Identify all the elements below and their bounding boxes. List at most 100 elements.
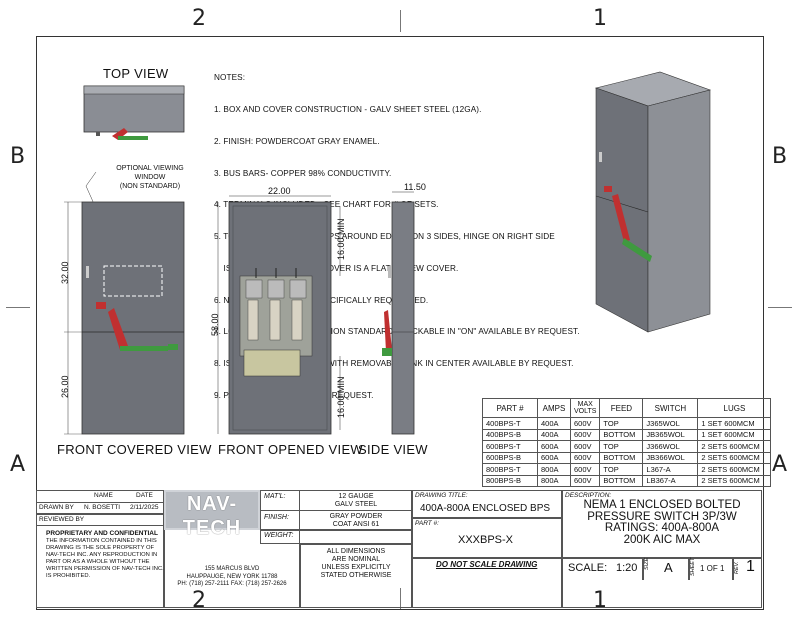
zone-a-left: A xyxy=(10,452,26,477)
tb-scale-value: 1:20 xyxy=(616,562,638,574)
table-cell: 800A xyxy=(537,474,571,487)
zone-1-top: 1 xyxy=(593,6,607,31)
tb-do-not-scale: DO NOT SCALE DRAWING xyxy=(436,560,538,569)
table-cell: LB367-A xyxy=(642,474,699,487)
tb-matl-line: GALV STEEL xyxy=(334,501,378,508)
table-cell: 800A xyxy=(537,463,571,476)
tb-matl-value: 12 GAUGE GALV STEEL xyxy=(316,493,396,509)
tb-dims-note xyxy=(300,544,412,608)
tb-scale-row xyxy=(562,558,762,608)
table-cell: 600V xyxy=(569,474,601,487)
tb-drawn-by-label: DRAWN BY xyxy=(39,504,74,511)
col-header: MAX VOLTS xyxy=(569,398,601,418)
table-cell: 600V xyxy=(569,451,601,464)
table-cell: 400A xyxy=(537,417,571,430)
table-cell: L367-A xyxy=(642,463,699,476)
tb-finish-line: COAT ANSI 61 xyxy=(332,521,380,528)
tb-proprietary-text: THE INFORMATION CONTAINED IN THIS DRAWIN… xyxy=(46,538,164,580)
dim-height-26: 26.00 xyxy=(60,375,70,398)
tb-drawn-date: 2/11/2025 xyxy=(130,504,159,511)
optional-window-line: WINDOW xyxy=(134,174,166,181)
table-cell: 2 SETS 600MCM xyxy=(697,474,772,487)
table-cell: 600A xyxy=(537,440,571,453)
tb-proprietary-title: PROPRIETARY AND CONFIDENTIAL xyxy=(46,530,158,537)
tb-proprietary-line: IS PROHIBITED. xyxy=(46,573,91,579)
optional-window-line: OPTIONAL VIEWING xyxy=(116,165,184,172)
table-cell: TOP xyxy=(599,463,644,476)
note-item: 3. BUS BARS- COPPER 98% CONDUCTIVITY. xyxy=(214,168,392,178)
tb-weight xyxy=(260,530,412,544)
table-cell: 600BPS-T xyxy=(482,440,538,453)
tb-drawn-by-name: N. BOSETTI xyxy=(84,504,121,511)
tb-description xyxy=(562,490,762,558)
table-cell: 600V xyxy=(569,428,601,441)
tb-proprietary-line: THE INFORMATION CONTAINED IN THIS xyxy=(46,538,157,544)
tb-scale-label: SCALE: xyxy=(568,562,608,574)
logo-main-text: NAV-TECH xyxy=(182,493,242,539)
zone-b-left: B xyxy=(10,144,26,169)
table-cell: 600A xyxy=(537,451,571,464)
tb-drawn-row xyxy=(36,502,164,514)
tb-finish xyxy=(260,510,412,530)
tb-proprietary-line: DRAWING IS THE SOLE PROPERTY OF xyxy=(46,545,155,551)
top-view-label: TOP VIEW xyxy=(103,66,169,81)
tb-dims-line: STATED OTHERWISE xyxy=(320,572,392,579)
table-cell: J365WOL xyxy=(642,417,699,430)
table-cell: 800BPS-T xyxy=(482,463,538,476)
optional-window-note: OPTIONAL VIEWING WINDOW (NON STANDARD) xyxy=(90,164,210,191)
tb-size-label: SIZE xyxy=(644,557,650,570)
tb-dims-line: ALL DIMENSIONS xyxy=(326,548,386,555)
col-header: AMPS xyxy=(537,398,571,418)
tb-desc-text: NEMA 1 ENCLOSED BOLTED PRESSURE SWITCH 3… xyxy=(566,499,758,546)
tb-sheet-value: 1 OF 1 xyxy=(700,564,725,573)
tb-drawing-title-value: 400A-800A ENCLOSED BPS xyxy=(420,503,551,514)
dim-min-bottom: 16.00 MIN xyxy=(336,376,346,418)
col-header: PART # xyxy=(482,398,538,418)
table-cell: 600V xyxy=(569,463,601,476)
tb-desc-label: DESCRIPTION: xyxy=(565,492,612,499)
col-header: LUGS xyxy=(697,398,772,418)
tb-reviewed-row xyxy=(36,514,164,526)
table-cell: BOTTOM xyxy=(599,428,644,441)
table-cell: JB365WOL xyxy=(642,428,699,441)
col-header: FEED xyxy=(599,398,644,418)
tb-desc-line: PRESSURE SWITCH 3P/3W xyxy=(587,510,737,523)
tb-dims-line: UNLESS EXPLICITLY xyxy=(321,564,391,571)
tb-name-header: NAME xyxy=(94,492,113,499)
dim-min-top: 16.00 MIN xyxy=(336,218,346,260)
parts-table: PART # AMPS MAX VOLTS FEED SWITCH LUGS 4… xyxy=(482,398,772,487)
table-cell: 600BPS-B xyxy=(482,451,538,464)
zone-tick xyxy=(768,307,792,308)
table-cell: 2 SETS 600MCM xyxy=(697,463,772,476)
tb-size-value: A xyxy=(664,560,673,575)
tb-sheet-label: SHEET xyxy=(690,557,696,576)
company-logo: NAV-TECH INCORPORATED xyxy=(164,490,260,547)
tb-finish-line: GRAY POWDER xyxy=(329,513,383,520)
tb-proprietary-line: PART OR AS A WHOLE WITHOUT THE xyxy=(46,559,150,565)
tb-part-value: XXXBPS-X xyxy=(458,534,514,546)
table-cell: 2 SETS 600MCM xyxy=(697,440,772,453)
parts-table-header: PART # AMPS MAX VOLTS FEED SWITCH LUGS xyxy=(482,398,772,418)
dim-width-1150: 11.50 xyxy=(404,182,426,192)
tb-part xyxy=(412,518,562,558)
tb-desc-line: RATINGS: 400A-800A xyxy=(604,522,720,534)
isometric-view-drawing xyxy=(594,71,712,333)
tb-dims-line: ARE NOMINAL xyxy=(331,556,381,563)
tb-matl-label: MAT'L: xyxy=(264,493,286,500)
tb-drawing-title-label: DRAWING TITLE: xyxy=(415,492,468,499)
tb-proprietary-line: WRITTEN PERMISSION OF NAV-TECH INC. xyxy=(46,566,164,572)
table-cell: BOTTOM xyxy=(599,474,644,487)
tb-divider xyxy=(732,558,734,580)
table-cell: 1 SET 600MCM xyxy=(697,417,772,430)
front-opened-view-label: FRONT OPENED VIEW xyxy=(218,442,363,457)
table-cell: 400BPS-B xyxy=(482,428,538,441)
table-cell: 800BPS-B xyxy=(482,474,538,487)
col-header: SWITCH xyxy=(642,398,699,418)
tb-divider xyxy=(642,558,644,580)
tb-signoff xyxy=(36,490,164,608)
table-cell: 2 SETS 600MCM xyxy=(697,451,772,464)
tb-weight-label: WEIGHT: xyxy=(264,532,294,539)
front-covered-drawing xyxy=(64,201,185,435)
